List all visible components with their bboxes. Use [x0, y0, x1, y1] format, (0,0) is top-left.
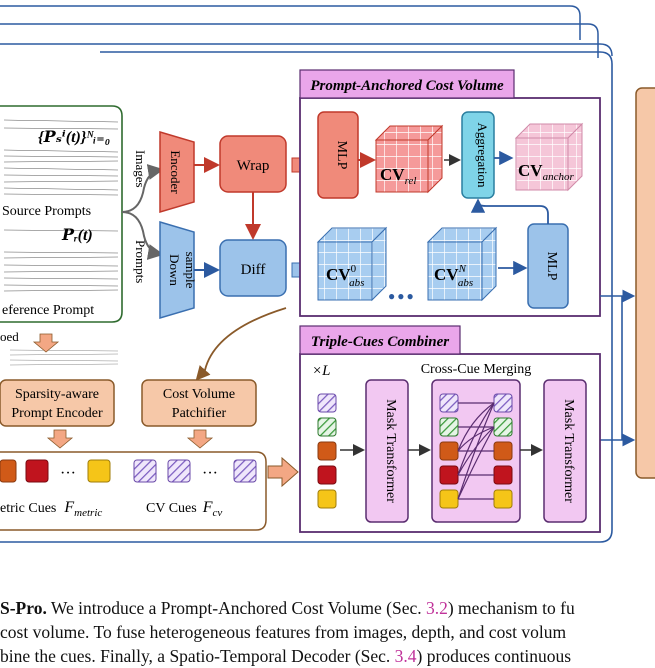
decoder-block-edge	[635, 87, 655, 479]
edge-label-images: Images	[133, 150, 148, 188]
downsample-block: Down sample	[159, 220, 198, 320]
caption-l1-bold: S-Pro.	[0, 598, 47, 618]
cv-abs0-sub: abs	[349, 277, 364, 289]
aggregation-label: Aggregation	[475, 123, 490, 188]
mask-transformer-1-label: Mask Transformer	[383, 399, 398, 503]
sparsity-encoder-label-2: Prompt Encoder	[11, 406, 103, 421]
cv-rel-cube: CVrel	[374, 124, 444, 194]
cost-volume-title: Prompt-Anchored Cost Volume	[310, 78, 504, 94]
svg-text:CVrel: CVrel	[380, 165, 416, 187]
downsample-label-2: sample	[183, 252, 198, 289]
cues-panel: ··· ··· etric Cues Fmetric CV Cues Fcv	[0, 451, 267, 531]
cv-absN-sup: N	[458, 263, 467, 275]
cv-anchor-cube: CVanchor	[514, 122, 584, 192]
mask-transformer-2	[543, 379, 587, 523]
caption-l3-text: bine the cues. Finally, a Spatio-Tempora…	[0, 646, 395, 666]
mask-transformer-2-label: Mask Transformer	[561, 399, 576, 503]
diff-label: Diff	[241, 262, 266, 278]
figure-caption: S-Pro. We introduce a Prompt-Anchored Co…	[0, 596, 655, 668]
mlp-top-block	[317, 111, 359, 199]
cv-rel-sub: rel	[405, 175, 417, 187]
metric-cues-sym: F	[63, 499, 74, 516]
metric-cues-label: etric Cues	[0, 501, 56, 516]
cv-rel-main: CV	[380, 165, 405, 184]
patchifier-label-1: Cost Volume	[163, 387, 235, 402]
cross-cue-merging-label: Cross-Cue Merging	[421, 362, 532, 377]
cv-abs0-cube: CV0 abs	[316, 226, 388, 302]
architecture-diagram: {𝑷ₛⁱ(t)}ᴺᵢ₌₀ Source Prompts 𝑷ᵣ(t) eferen…	[0, 5, 655, 543]
caption-line-1: S-Pro. We introduce a Prompt-Anchored Co…	[0, 596, 655, 620]
cv-absN-sub: abs	[458, 277, 473, 289]
patchifier-block	[141, 379, 257, 427]
down-arrow-3	[186, 429, 214, 449]
cv-cues-sym: F	[202, 499, 213, 516]
edge-to-encoder	[121, 164, 164, 213]
cv-anchor-sub: anchor	[543, 171, 575, 183]
embedded-strip	[9, 349, 119, 366]
mlp-top-label: MLP	[334, 141, 349, 170]
wrap-label: Wrap	[237, 158, 270, 174]
cv-cues-sub: cv	[212, 507, 222, 519]
edge-label-prompts: Prompts	[133, 240, 148, 283]
downsample-label-1: Down	[167, 254, 182, 286]
reference-prompt-label: eference Prompt	[2, 303, 94, 318]
cross-cue-merging-box	[431, 379, 521, 523]
cv-abs0-sup: 0	[351, 263, 357, 275]
mask-transformer-1	[365, 379, 409, 523]
source-prompts-math: {𝑷ₛⁱ(t)}ᴺᵢ₌₀	[38, 129, 110, 146]
edge-to-downsample	[121, 211, 164, 260]
thick-arrow-cues	[267, 456, 299, 488]
cv-abs-dots: ●●●	[388, 289, 416, 303]
caption-line-3: bine the cues. Finally, a Spatio-Tempora…	[0, 644, 655, 668]
combiner-input-tokens	[317, 393, 337, 509]
stacked-frames	[0, 5, 613, 543]
aggregation-block	[461, 111, 495, 199]
edge-diff-patchifier	[195, 307, 287, 381]
caption-l1-tail: ) mechanism to fu	[447, 598, 575, 618]
metric-dots: ···	[60, 465, 76, 482]
reference-prompt-image	[3, 229, 119, 292]
reference-prompt-math: 𝑷ᵣ(t)	[61, 227, 93, 244]
svg-text:CVanchor: CVanchor	[518, 161, 574, 183]
cv-abs0-main: CV	[326, 265, 351, 284]
cv-dots: ···	[202, 465, 218, 482]
cv-anchor-main: CV	[518, 161, 543, 180]
down-arrow-1	[32, 333, 60, 353]
sparsity-encoder-block	[0, 379, 115, 427]
caption-ref-3-4[interactable]: 3.4	[394, 646, 417, 666]
patchifier-label-2: Patchifier	[172, 406, 227, 421]
caption-l2-text: cost volume. To fuse heterogeneous featu…	[0, 622, 567, 642]
caption-line-2: cost volume. To fuse heterogeneous featu…	[0, 620, 655, 644]
metric-cues-sub: metric	[74, 507, 102, 519]
cv-absN-main: CV	[434, 265, 459, 284]
source-prompts-image	[3, 119, 119, 196]
embedded-label: oed	[0, 329, 19, 344]
input-panel: {𝑷ₛⁱ(t)}ᴺᵢ₌₀ Source Prompts 𝑷ᵣ(t) eferen…	[0, 105, 123, 323]
combiner-title: Triple-Cues Combiner	[311, 334, 449, 350]
caption-ref-3-2[interactable]: 3.2	[425, 598, 448, 618]
source-prompts-label: Source Prompts	[2, 204, 91, 219]
encoder-label: Encoder	[168, 150, 183, 194]
diff-block	[219, 239, 287, 297]
edge-mlp-aggregation	[470, 198, 549, 224]
caption-l1-text: We introduce a Prompt-Anchored Cost Volu…	[46, 598, 426, 618]
cv-cues-label: CV Cues	[146, 501, 197, 516]
caption-l3-tail: ) produces continuous	[416, 646, 572, 666]
mlp-bottom-label: MLP	[544, 252, 559, 281]
down-arrow-2	[46, 429, 74, 449]
sparsity-encoder-label-1: Sparsity-aware	[15, 387, 99, 402]
encoder-block: Encoder	[159, 130, 195, 214]
combiner-repeat: ×L	[312, 363, 330, 379]
